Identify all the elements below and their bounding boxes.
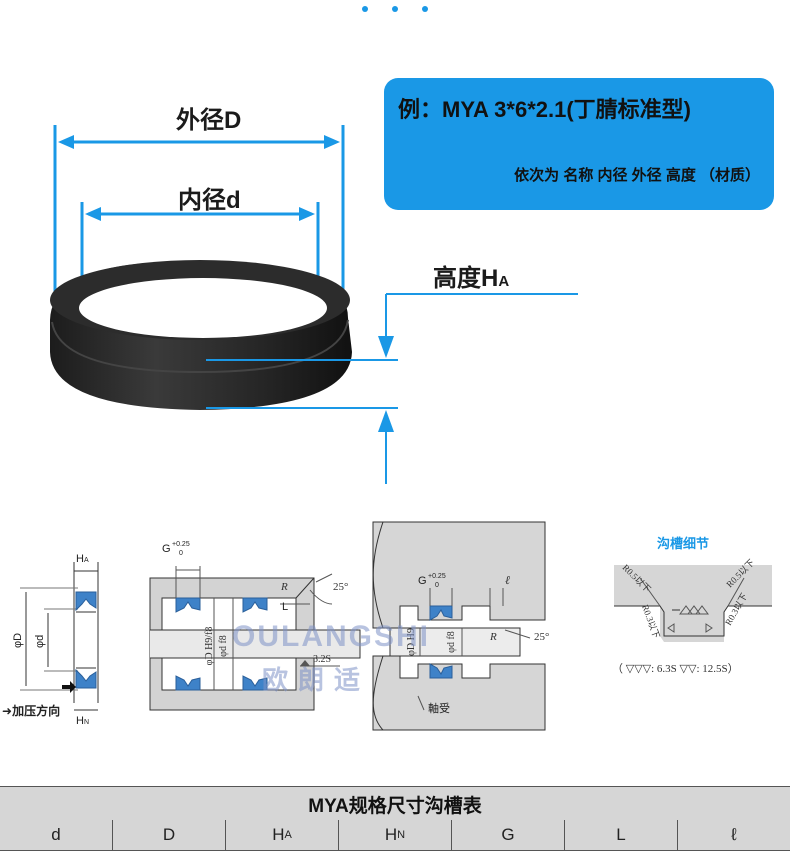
seal-ring-photo bbox=[50, 260, 352, 410]
pressure-direction-label: ➜加压方向 bbox=[2, 703, 60, 718]
arrow-up-icon bbox=[378, 410, 394, 432]
arrow-right-icon bbox=[299, 207, 315, 221]
inner-diameter-label: 内径d bbox=[178, 187, 241, 214]
outer-diameter-label: 外径D bbox=[176, 107, 242, 134]
phi-D-h9f8-label: φD H9/f8 bbox=[204, 627, 215, 666]
bearing-label: 軸受 bbox=[428, 701, 450, 715]
example-callout: 例：MYA 3*6*2.1(丁腈标准型) 依次为 名称 内径 外径 高度 （材质… bbox=[384, 78, 774, 210]
g-tolerance-upper: +0.25 bbox=[172, 541, 190, 548]
seal-cross-section bbox=[20, 562, 99, 711]
g-label-right: G bbox=[418, 575, 427, 587]
header-cell-l: L bbox=[564, 820, 677, 850]
dot-icon bbox=[392, 6, 398, 12]
hn-label: HN bbox=[76, 715, 89, 727]
groove-detail-title: 沟槽细节 bbox=[657, 536, 709, 551]
watermark-latin: OULANGSHI bbox=[232, 620, 430, 653]
r-label: R bbox=[280, 581, 288, 593]
arrow-left-icon bbox=[58, 135, 74, 149]
product-dimension-figure bbox=[50, 125, 578, 484]
g-tolerance-lower: 0 bbox=[179, 550, 183, 557]
arrow-right-icon: ➜ bbox=[2, 704, 12, 718]
bearing-assembly-drawing bbox=[372, 521, 546, 731]
angle-label: 25° bbox=[333, 581, 348, 593]
g-label: G bbox=[162, 543, 171, 555]
height-label-sub: A bbox=[498, 273, 510, 290]
phi-D-label: φD bbox=[12, 633, 24, 648]
header-cell-d: d bbox=[51, 825, 61, 844]
phi-d-label: φd bbox=[34, 635, 46, 648]
height-label: 高度HA bbox=[433, 258, 509, 293]
g-tolerance-lower-right: 0 bbox=[435, 582, 439, 589]
arrow-left-icon bbox=[85, 207, 101, 221]
watermark-cn: 欧朗适 bbox=[262, 665, 371, 695]
phi-d-f8-label-right: φd f8 bbox=[446, 631, 457, 653]
surface-finish-label: 3.2S bbox=[313, 654, 331, 665]
l-label: L bbox=[282, 601, 288, 613]
phi-d-f8-label: φd f8 bbox=[218, 635, 229, 657]
dot-icon bbox=[422, 6, 428, 12]
ell-label: ℓ bbox=[505, 573, 510, 587]
header-cell-g: G bbox=[451, 820, 564, 850]
spec-table-title: MYA规格尺寸沟槽表 bbox=[0, 786, 790, 822]
dot-icon bbox=[362, 6, 368, 12]
example-title: 例：MYA 3*6*2.1(丁腈标准型) bbox=[398, 97, 691, 122]
g-tolerance-upper-right: +0.25 bbox=[428, 573, 446, 580]
r03-left-label: R0.3以下 bbox=[640, 603, 661, 640]
phi-D-h9-label: φD H9 bbox=[406, 628, 417, 656]
example-subtitle: 依次为 名称 内径 外径 高度 （材质） bbox=[514, 167, 760, 184]
header-cell-ell: ℓ bbox=[677, 820, 790, 850]
surface-legend: （ ▽▽▽: 6.3S ▽▽: 12.5S） bbox=[612, 662, 739, 675]
angle-label-right: 25° bbox=[534, 631, 549, 643]
height-label-main: 高度H bbox=[433, 265, 499, 292]
technical-drawings: .tx { font-family: "Liberation Sans", "D… bbox=[2, 521, 772, 731]
r-label-right: R bbox=[489, 631, 497, 643]
header-cell-D: D bbox=[112, 820, 225, 850]
decorative-dots bbox=[360, 2, 430, 16]
groove-detail-drawing bbox=[614, 565, 772, 642]
housing-assembly-drawing bbox=[149, 566, 361, 711]
ha-label: HA bbox=[76, 553, 89, 565]
arrow-down-icon bbox=[378, 336, 394, 358]
arrow-right-icon bbox=[324, 135, 340, 149]
